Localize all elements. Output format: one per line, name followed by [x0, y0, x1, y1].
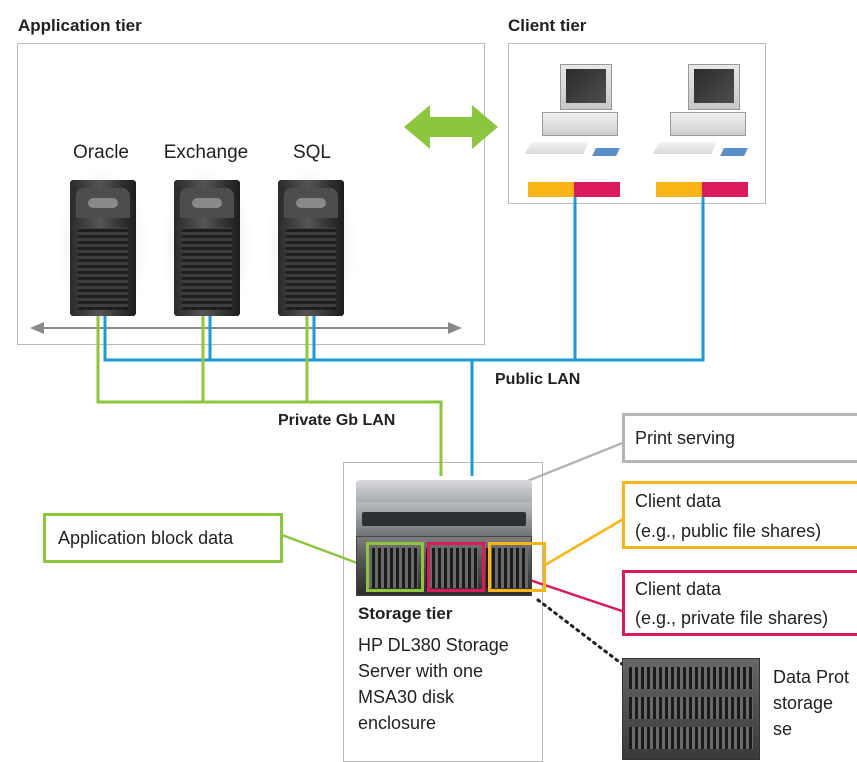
print-serving-callout: Print serving — [622, 413, 857, 463]
private-lan-label: Private Gb LAN — [278, 412, 396, 429]
server-tower — [70, 180, 136, 316]
client1-private-share-bar — [574, 182, 620, 197]
drive-bank-public — [486, 548, 528, 588]
mousepad — [720, 148, 748, 156]
client2-private-share-bar — [702, 182, 748, 197]
dp-drive-row — [629, 667, 753, 689]
public-lan-label: Public LAN — [495, 371, 581, 388]
storage-description: HP DL380 Storage Server with one MSA30 d… — [358, 632, 509, 736]
tower-grill — [286, 228, 336, 310]
app-block-data-region — [366, 542, 424, 592]
server-sql — [264, 168, 358, 324]
private-lan-lines — [96, 310, 443, 476]
tower-badge — [88, 198, 118, 208]
data-protection-line1: Data Prot — [773, 667, 850, 687]
server-tower — [278, 180, 344, 316]
dp-drive-row — [629, 697, 753, 719]
client-public-connector — [544, 516, 626, 567]
server-label-sql: SQL — [292, 142, 332, 163]
desktop-case — [542, 112, 618, 136]
storage-server — [352, 478, 538, 598]
mousepad — [592, 148, 620, 156]
storage-tier-title: Storage tier — [358, 604, 453, 623]
tower-grill — [182, 228, 232, 310]
monitor — [688, 64, 740, 110]
drive-bank-app — [366, 548, 418, 588]
storage-desc-line: MSA30 disk — [358, 687, 455, 707]
client-private-line2: (e.g., private file shares) — [635, 608, 829, 628]
client-public-line1: Client data — [635, 491, 722, 511]
data-protection-line2: storage se — [773, 693, 834, 739]
print-serving-label: Print serving — [635, 428, 736, 448]
server-exchange — [160, 168, 254, 324]
storage-desc-line: HP DL380 Storage — [358, 635, 509, 655]
storage-desc-line: Server with one — [358, 661, 484, 681]
client-private-line1: Client data — [635, 579, 722, 599]
server-oracle — [56, 168, 150, 324]
data-protection-label: Data Prot storage se — [773, 664, 857, 742]
cluster-arrow-right — [448, 322, 462, 334]
server-top-panel — [356, 480, 532, 502]
client1-public-share-bar — [528, 182, 574, 197]
tower-badge — [296, 198, 326, 208]
app-block-callout: Application block data — [43, 513, 283, 563]
client2-public-share-bar — [656, 182, 702, 197]
client-tier-title: Client tier — [508, 16, 587, 35]
desktop-case — [670, 112, 746, 136]
keyboard — [653, 142, 717, 154]
client-pc-2 — [646, 60, 756, 165]
keyboard — [525, 142, 589, 154]
public-share-region — [488, 542, 546, 592]
server-tower — [174, 180, 240, 316]
drive-bank-private — [426, 548, 478, 588]
data-protection-connector — [536, 598, 624, 666]
private-share-region — [427, 542, 485, 592]
client-public-callout: Client data (e.g., public file shares) — [622, 481, 857, 549]
tier-link-arrow — [404, 105, 498, 149]
client-public-line2: (e.g., public file shares) — [635, 521, 822, 541]
server-bay-slot — [362, 512, 526, 526]
server-label-exchange: Exchange — [163, 142, 249, 163]
storage-desc-line: enclosure — [358, 713, 437, 733]
app-block-label: Application block data — [58, 528, 234, 548]
data-protection-storage — [622, 658, 760, 760]
monitor-screen — [566, 69, 606, 103]
cluster-arrow-left — [30, 322, 44, 334]
dp-drive-row — [629, 727, 753, 749]
tower-badge — [192, 198, 222, 208]
client-pc-1 — [518, 60, 628, 165]
tower-grill — [78, 228, 128, 310]
monitor-screen — [694, 69, 734, 103]
application-tier-title: Application tier — [18, 16, 142, 35]
server-label-oracle: Oracle — [73, 142, 129, 163]
app-block-connector — [281, 533, 369, 569]
monitor — [560, 64, 612, 110]
client-private-callout: Client data (e.g., private file shares) — [622, 570, 857, 636]
